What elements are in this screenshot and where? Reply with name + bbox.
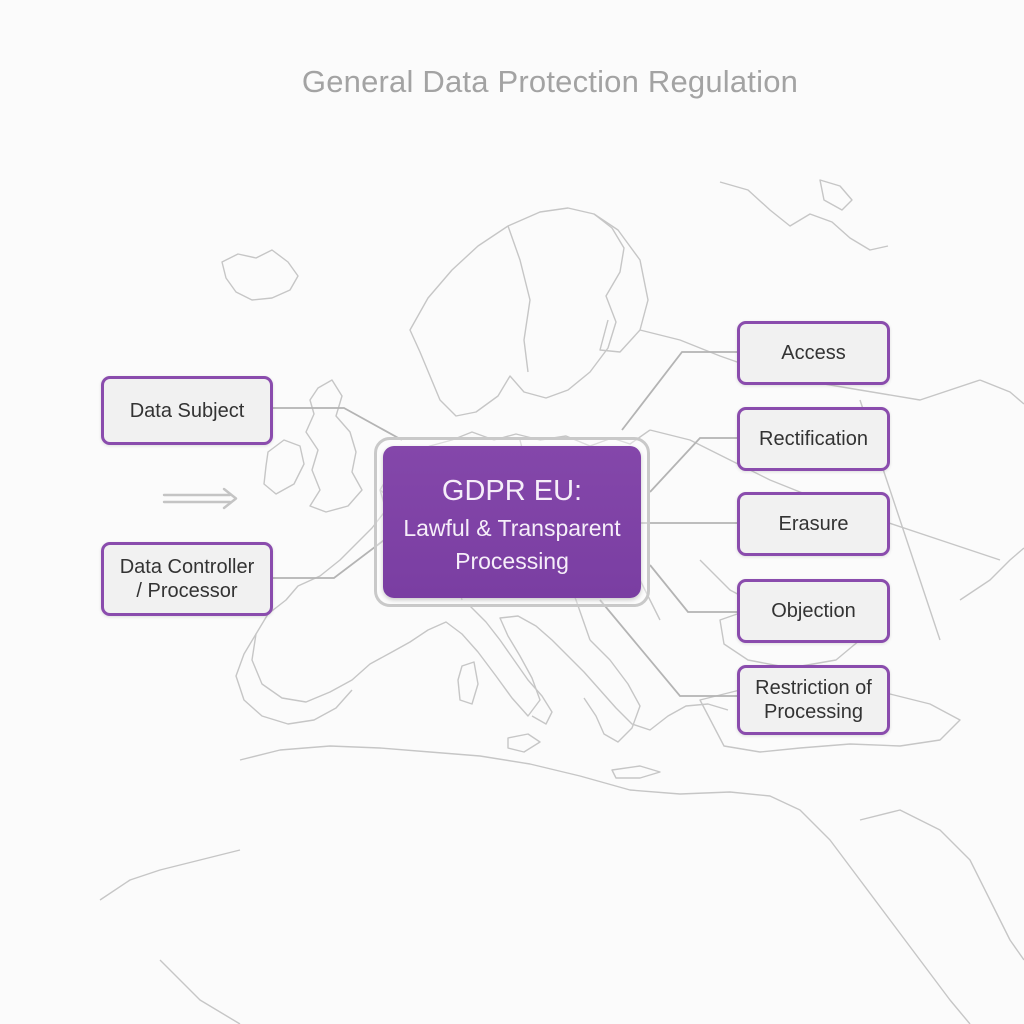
central-node-subtitle-2: Processing: [455, 548, 569, 574]
map-arabia: [859, 809, 1024, 961]
node-objection: Objection: [737, 579, 890, 643]
node-label: Erasure: [778, 513, 849, 535]
map-sicily: [507, 733, 541, 753]
node-label: Data Subject: [129, 399, 245, 422]
map-italy: [469, 605, 553, 725]
map-great-britain: [305, 379, 363, 513]
node-access: Access: [737, 321, 890, 385]
map-mainland: [251, 429, 729, 731]
map-ireland: [263, 439, 305, 495]
connector-lines: [272, 351, 738, 697]
diagram-title: General Data Protection Regulation: [301, 64, 799, 99]
node-restriction-of-processing: Restriction of Processing: [737, 665, 890, 735]
node-label-line-1: Data Controller: [119, 556, 255, 578]
node-label: Access: [781, 342, 846, 364]
map-iceland: [221, 249, 299, 301]
node-data-subject: Data Subject: [101, 376, 273, 445]
map-finland: [593, 213, 649, 353]
node-rectification: Rectification: [737, 407, 890, 471]
map-scandinavia: [409, 207, 625, 417]
node-label-line-1: Restriction of: [755, 677, 872, 699]
node-erasure: Erasure: [737, 492, 890, 556]
map-russia-north: [719, 181, 889, 251]
map-crete: [611, 765, 661, 779]
connector-rectification: [649, 437, 738, 493]
node-label: Objection: [771, 600, 856, 622]
central-node-subtitle: Lawful & Transparent: [403, 515, 621, 541]
map-sardinia: [457, 661, 479, 705]
map-africa-south: [159, 959, 241, 1024]
node-label-line-2: / Processor: [136, 580, 238, 602]
double-arrow-right-icon: [162, 487, 238, 510]
node-label: Rectification: [759, 428, 868, 450]
connector-objection: [649, 564, 738, 613]
map-africa-west: [99, 849, 241, 901]
connector-data-subject: [272, 407, 403, 441]
connector-data-controller: [272, 533, 393, 579]
map-east-coast: [959, 379, 1024, 601]
node-data-controller-processor: Data Controller / Processor: [101, 542, 273, 616]
map-sweden-border: [507, 225, 531, 373]
central-node: GDPR EU: Lawful & Transparent Processing: [383, 446, 641, 598]
map-north-africa: [239, 745, 971, 1024]
central-node-title: GDPR EU:: [441, 475, 583, 507]
node-label-line-2: Processing: [764, 701, 863, 723]
map-iberia: [235, 633, 353, 725]
connector-restriction: [599, 599, 738, 697]
map-balkans: [583, 639, 641, 743]
map-border-4: [649, 429, 1001, 561]
connector-access: [621, 351, 738, 431]
map-novaya-zemlya: [819, 179, 853, 211]
